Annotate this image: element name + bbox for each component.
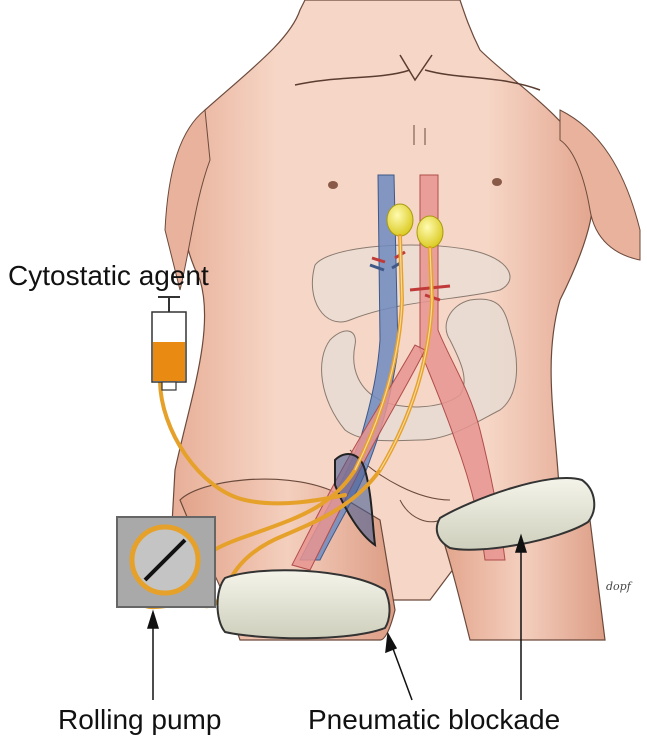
label-pneumatic-blockade: Pneumatic blockade [308,706,560,734]
right-nipple [492,178,502,186]
blockade-arrow-right [392,646,412,700]
rolling-pump [117,517,215,607]
venous-occlusion-balloon [387,204,413,236]
arterial-occlusion-balloon [417,216,443,248]
syringe [152,297,186,390]
cytostatic-drug-fill [153,342,185,381]
pneumatic-cuff-right-thigh [218,570,390,638]
left-nipple [328,181,338,189]
label-rolling-pump: Rolling pump [58,706,221,734]
artist-signature: dopf [606,580,631,593]
label-cytostatic-agent: Cytostatic agent [8,262,209,290]
